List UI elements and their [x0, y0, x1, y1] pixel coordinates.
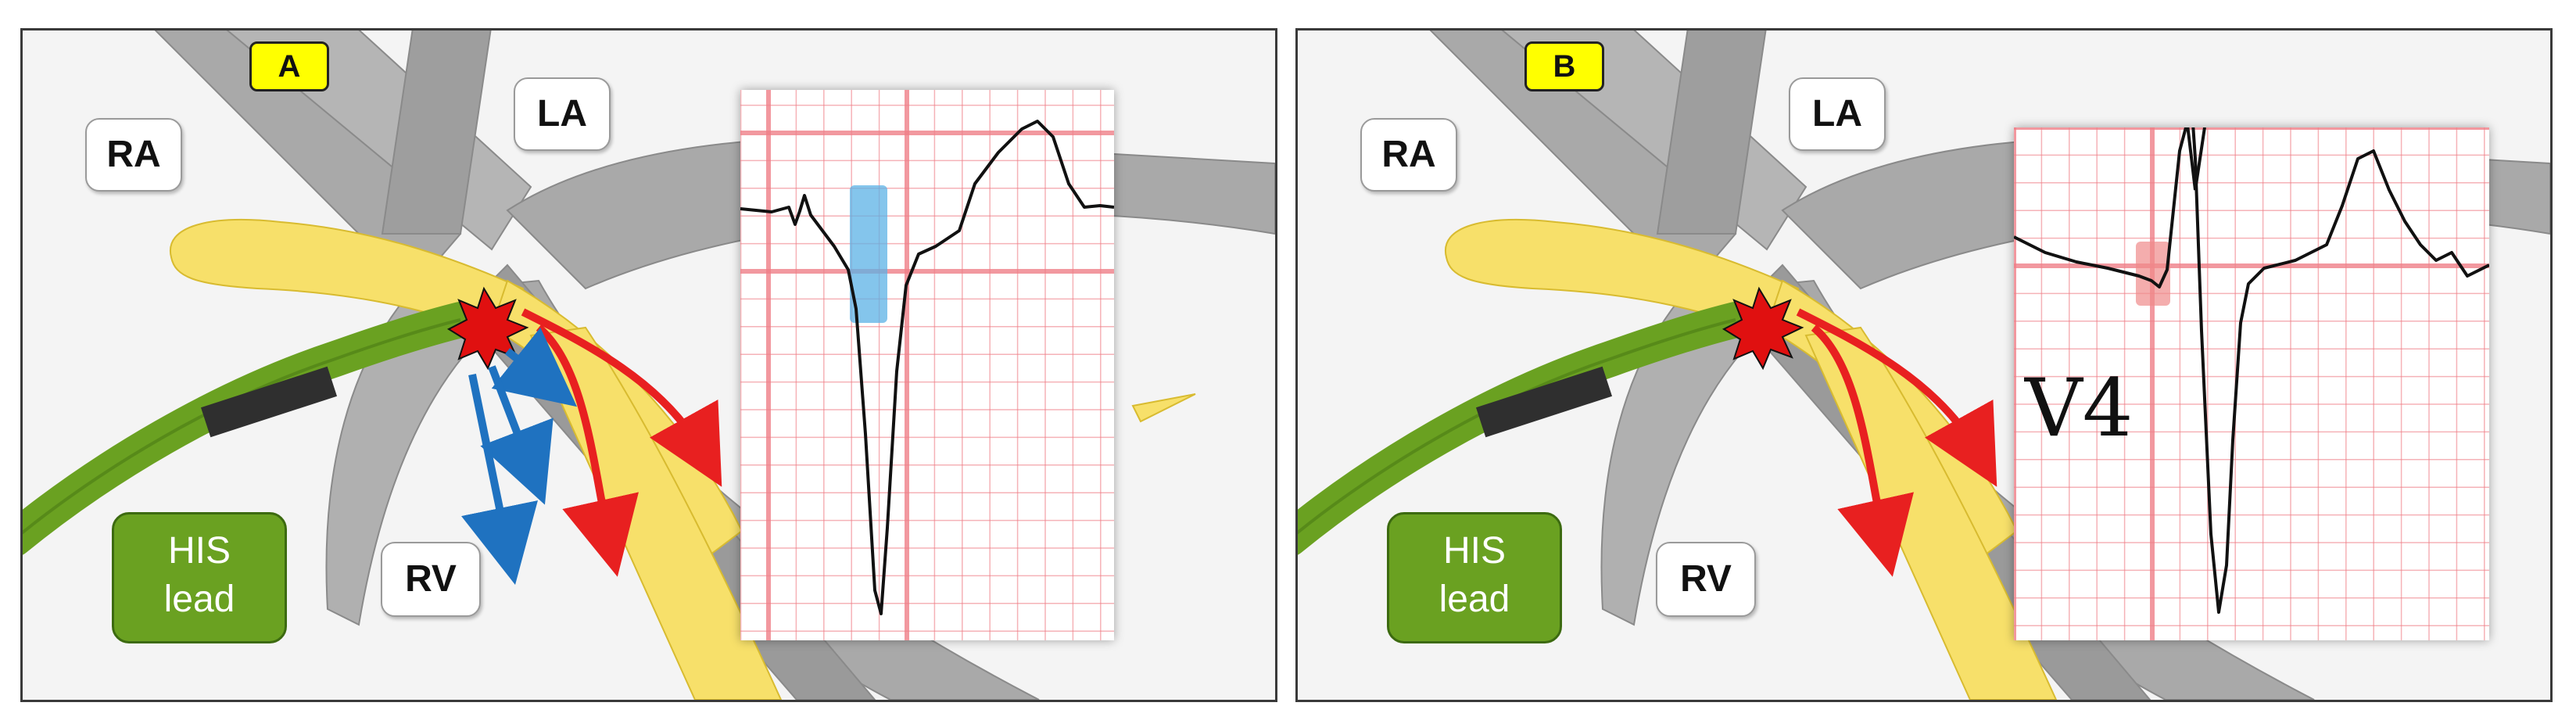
capture-arrow-blue-2 [480, 365, 554, 505]
his-lead-label-line2: lead [163, 579, 235, 620]
capture-arrow-blue-1 [491, 327, 578, 407]
his-lead [23, 302, 478, 555]
panel-a: A RA LA RV HIS lead [20, 28, 1277, 702]
label-rv: RV [1656, 542, 1756, 617]
label-ra: RA [1360, 118, 1457, 192]
paced-segment-highlight [2136, 242, 2170, 306]
ecg-trace [2014, 127, 2489, 640]
ecg-strip: V4 [2014, 127, 2489, 640]
ecg-strip [740, 90, 1114, 640]
activation-arrow-red-1 [521, 308, 722, 487]
ecg-lead-label: V4 [2025, 362, 2134, 455]
label-la: LA [1789, 77, 1886, 151]
ecg-trace [740, 90, 1114, 640]
label-ra: RA [85, 118, 182, 192]
his-lead-label-line2: lead [1438, 579, 1510, 620]
capture-arrow-blue-3 [460, 373, 538, 585]
paced-segment-highlight [850, 185, 887, 323]
pacing-spike-icon [1722, 286, 1804, 371]
label-la: LA [514, 77, 611, 151]
his-lead-label-line1: HIS [1442, 530, 1506, 572]
panel-b: B RA LA RV HIS lead V4 [1295, 28, 2553, 702]
ecg-grid [740, 90, 1114, 640]
his-lead-label-line1: HIS [167, 530, 231, 572]
activation-arrow-red-2 [1811, 324, 1914, 577]
panel-badge: B [1524, 41, 1604, 91]
label-rv: RV [381, 542, 481, 617]
ecg-grid [2014, 127, 2489, 640]
panel-badge: A [249, 41, 329, 91]
his-lead-label: HIS lead [1387, 512, 1562, 643]
activation-arrow-red-1 [1796, 308, 1997, 487]
his-lead [1298, 302, 1754, 555]
his-lead-label: HIS lead [112, 512, 287, 643]
